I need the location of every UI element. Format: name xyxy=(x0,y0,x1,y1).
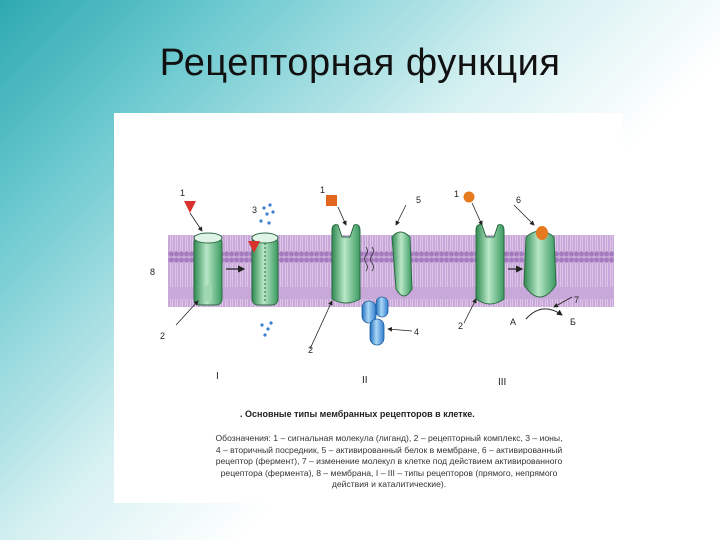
figure-caption-title: . Основные типы мембранных рецепторов в … xyxy=(240,409,475,419)
label-3: 3 xyxy=(252,205,257,215)
label-7: 7 xyxy=(574,295,579,305)
type-label-III: III xyxy=(498,377,506,388)
label-B: Б xyxy=(570,317,576,327)
figure-caption: Обозначения: 1 – сигнальная молекула (ли… xyxy=(174,433,604,491)
type-label-I: I xyxy=(216,371,219,382)
caption-line: рецептор (фермент), 7 – изменение молеку… xyxy=(215,456,563,467)
label-6: 6 xyxy=(516,195,521,205)
label-2-a: 2 xyxy=(160,331,165,341)
label-4: 4 xyxy=(414,327,419,337)
label-8: 8 xyxy=(150,267,155,277)
receptor-figure: 1 3 8 2 1 5 4 2 1 6 7 А Б 2 I II III . О… xyxy=(114,113,623,503)
type-label-II: II xyxy=(362,375,368,386)
caption-line: рецептора (фермента), 8 – мембрана, I – … xyxy=(220,467,558,478)
slide-title: Рецепторная функция xyxy=(159,42,561,84)
label-5: 5 xyxy=(416,195,421,205)
label-1-c: 1 xyxy=(454,189,459,199)
ligand-square xyxy=(326,195,337,206)
receptor-type-3 xyxy=(463,191,573,324)
label-2-b: 2 xyxy=(308,345,313,355)
receptor-type-1 xyxy=(175,201,279,337)
label-1-b: 1 xyxy=(320,185,325,195)
ions xyxy=(259,203,275,337)
membrane-diagram: 1 3 8 2 1 5 4 2 1 6 7 А Б 2 I II III xyxy=(150,185,614,388)
caption-line: 4 – вторичный посредник, 5 – активирован… xyxy=(215,444,563,455)
ligand-circle xyxy=(463,191,475,203)
caption-line: действия и каталитические). xyxy=(331,479,447,490)
label-2-c: 2 xyxy=(458,321,463,331)
label-1-a: 1 xyxy=(180,188,185,198)
caption-line: Обозначения: 1 – сигнальная молекула (ли… xyxy=(215,433,563,443)
label-A: А xyxy=(510,317,516,327)
ligand-triangle xyxy=(184,201,196,213)
receptor-type-2 xyxy=(309,195,413,350)
